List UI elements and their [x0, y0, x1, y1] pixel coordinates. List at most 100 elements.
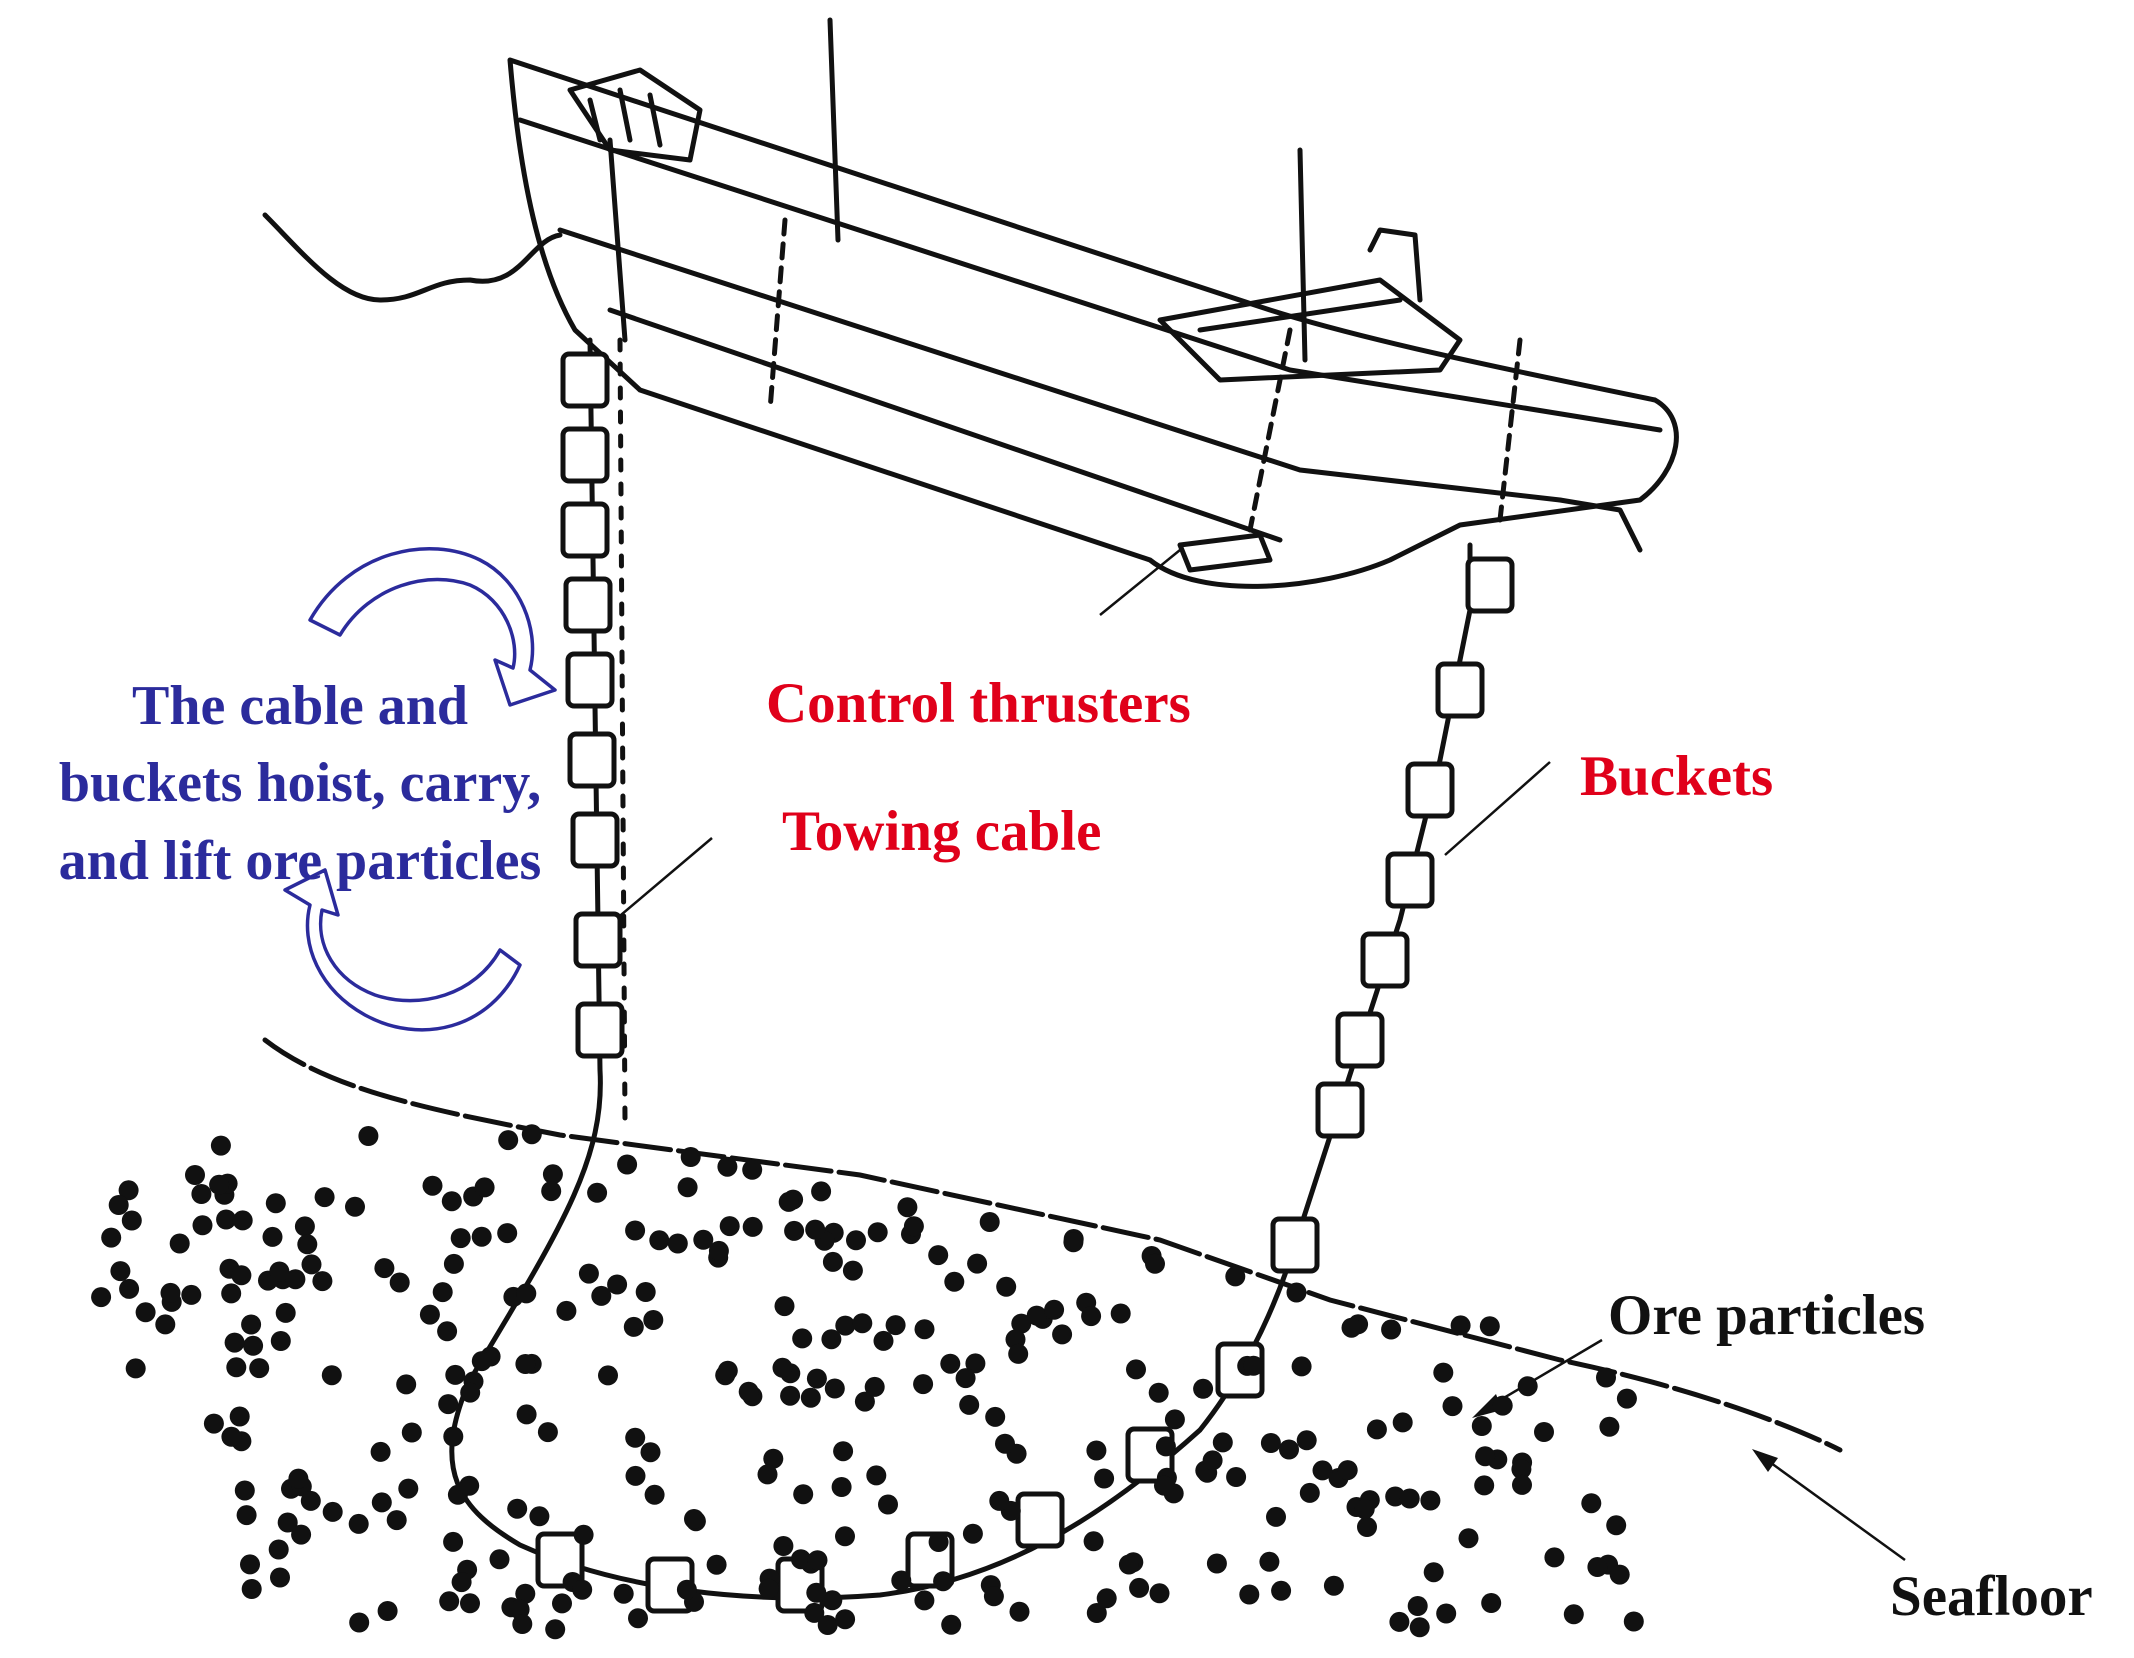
ore-particle: [398, 1478, 419, 1499]
ore-particle: [301, 1254, 322, 1275]
ore-particle: [667, 1233, 688, 1254]
ore-particle: [269, 1261, 290, 1282]
bucket: [567, 731, 617, 789]
ore-particle: [358, 1126, 379, 1146]
ore-particle: [811, 1181, 832, 1202]
ore-particle: [1479, 1316, 1500, 1337]
hoist-description-line-3: and lift ore particles: [58, 829, 542, 892]
bucket: [560, 426, 610, 484]
ore-particle: [885, 1315, 906, 1336]
ore-particle: [241, 1314, 262, 1335]
ore-particle: [224, 1332, 245, 1353]
ore-particle: [1225, 1266, 1246, 1287]
bucket: [563, 576, 613, 634]
buckets-label: Buckets: [1580, 745, 1774, 808]
ore-particle: [852, 1313, 873, 1334]
ore-particle: [443, 1253, 464, 1274]
ore-particle: [432, 1282, 453, 1303]
ore-particle: [396, 1374, 417, 1395]
buckets-leader: [1444, 761, 1551, 856]
ore-particle: [537, 1422, 558, 1443]
ore-particle: [451, 1572, 472, 1593]
ore-particle: [460, 1593, 480, 1614]
ore-particle: [118, 1180, 139, 1201]
ore-particle: [684, 1509, 704, 1529]
ore-particle: [1389, 1611, 1410, 1632]
ore-particle: [1407, 1596, 1428, 1616]
ore-particle: [471, 1226, 492, 1247]
bucket: [560, 351, 610, 409]
ore-particle: [1599, 1416, 1620, 1437]
seafloor-leader: [1759, 1453, 1906, 1562]
ore-particle: [979, 1212, 1000, 1232]
ore-particle: [822, 1251, 843, 1272]
ore-particle: [1436, 1603, 1457, 1624]
ore-particle: [160, 1282, 181, 1303]
bucket: [575, 1001, 625, 1059]
ore-particle: [587, 1182, 608, 1203]
ore-particle: [1596, 1367, 1616, 1388]
ore-particle: [1154, 1475, 1174, 1496]
ore-particle: [1044, 1299, 1065, 1320]
ore-particle: [1086, 1603, 1107, 1623]
ore-particle: [1323, 1575, 1344, 1596]
ore-particle: [1512, 1474, 1532, 1495]
ore-particle: [613, 1583, 634, 1604]
ore-particle: [521, 1124, 542, 1145]
ore-particle: [1266, 1506, 1286, 1527]
ore-particle: [516, 1404, 537, 1425]
ore-particle: [822, 1590, 843, 1611]
ore-particle: [439, 1591, 460, 1612]
ore-particles-label: Ore particles: [1608, 1284, 1926, 1347]
ore-particle: [805, 1219, 826, 1240]
ore-particle: [243, 1335, 264, 1356]
ore-particle: [1164, 1409, 1185, 1430]
ore-particle: [649, 1230, 670, 1251]
bucket: [1465, 556, 1515, 614]
ore-particle: [1206, 1553, 1227, 1574]
ore-particle: [221, 1426, 242, 1447]
ore-particle: [1096, 1588, 1117, 1609]
ore-particle: [1009, 1601, 1030, 1622]
ore-particle: [135, 1302, 156, 1323]
ore-particle: [967, 1253, 988, 1274]
ore-particle: [835, 1526, 855, 1547]
ore-particle: [1291, 1356, 1312, 1377]
ore-particle: [268, 1539, 289, 1560]
ore-particle: [209, 1174, 230, 1195]
ore-particle: [644, 1484, 665, 1505]
seafloor-arrowhead: [1752, 1449, 1778, 1472]
ore-particle: [591, 1285, 612, 1306]
ore-particle: [348, 1513, 369, 1534]
ore-particle: [294, 1216, 315, 1237]
ore-particle: [291, 1524, 312, 1545]
bucket: [560, 501, 610, 559]
ore-particle: [121, 1210, 142, 1231]
ore-particle: [300, 1490, 321, 1511]
ore-particle: [322, 1501, 343, 1522]
ore-particle: [1296, 1430, 1317, 1451]
ore-particle: [640, 1442, 661, 1463]
ore-particle: [676, 1579, 697, 1600]
ore-particle: [1534, 1422, 1554, 1442]
ore-particle: [1475, 1446, 1496, 1467]
bucket: [1435, 661, 1485, 719]
ore-particle: [643, 1310, 664, 1330]
ore-particle: [928, 1532, 949, 1552]
ore-particle: [617, 1154, 638, 1175]
ore-particle: [738, 1381, 759, 1402]
ore-particle: [1129, 1577, 1150, 1598]
ore-particle: [940, 1353, 961, 1374]
ore-particles-field: [91, 1124, 1644, 1640]
ore-particle: [498, 1130, 519, 1151]
bucket: [1360, 931, 1410, 989]
mining-ship: [262, 17, 1679, 589]
ore-particle: [995, 1433, 1015, 1454]
ore-particle: [708, 1240, 729, 1261]
ore-particle: [1118, 1554, 1139, 1575]
ore-particle: [1083, 1531, 1104, 1552]
ore-particle: [607, 1274, 628, 1295]
bucket: [573, 911, 623, 969]
ore-particle: [270, 1567, 290, 1588]
